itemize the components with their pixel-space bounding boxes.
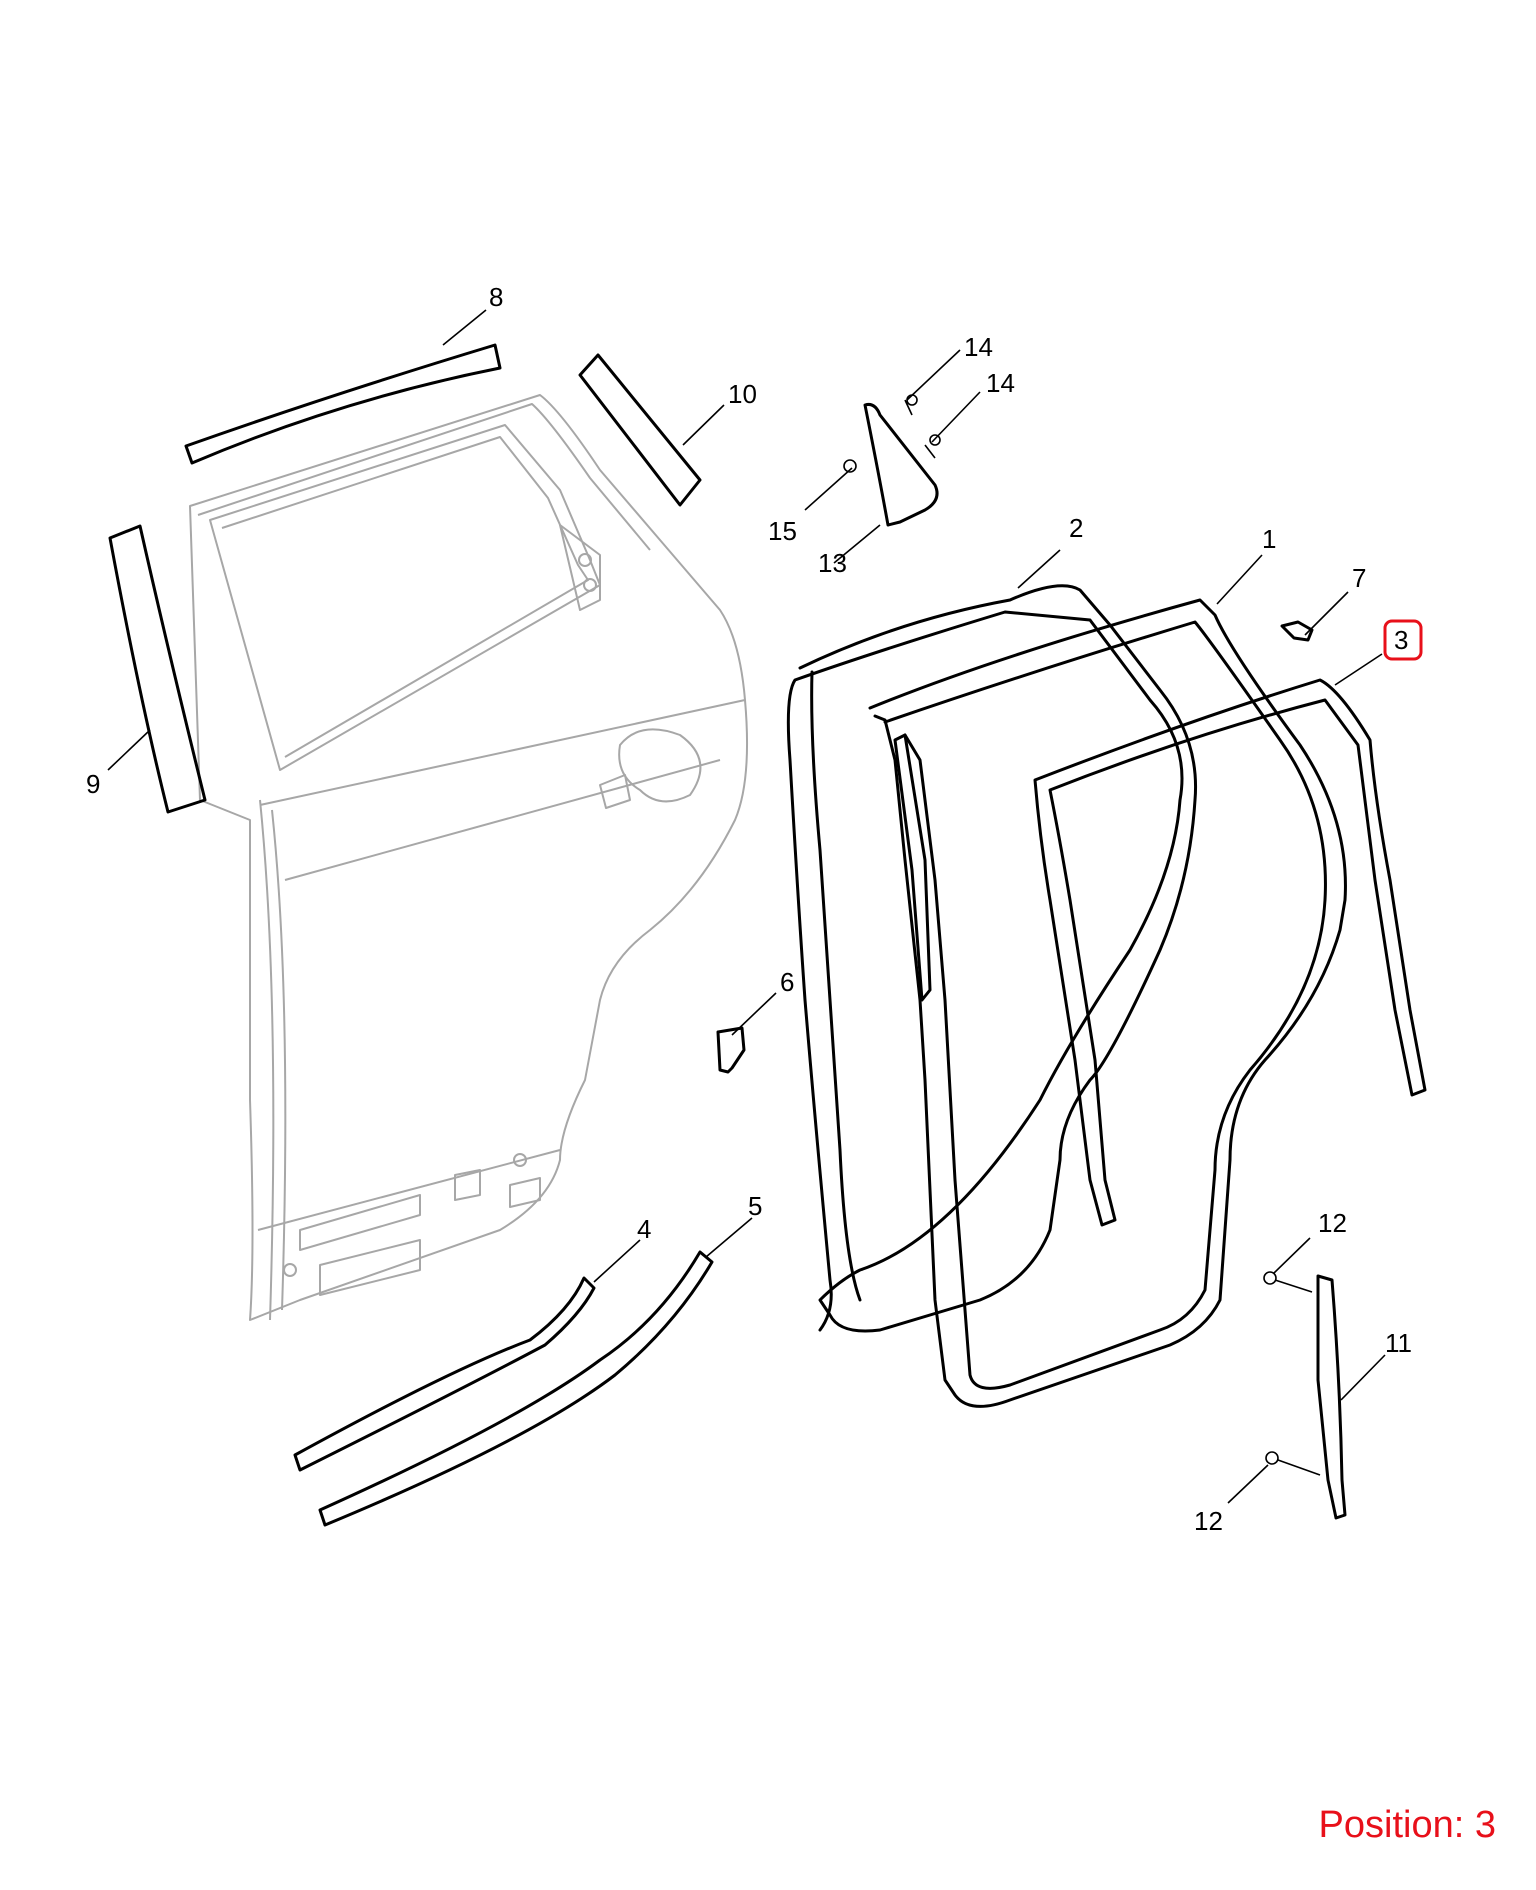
callout-9[interactable]: 9 bbox=[86, 769, 100, 799]
part-13-triangle-trim[interactable] bbox=[863, 403, 939, 527]
callout-3-highlight[interactable]: 3 bbox=[1383, 619, 1423, 661]
callout-4[interactable]: 4 bbox=[637, 1214, 651, 1244]
callout-12-lower[interactable]: 12 bbox=[1194, 1506, 1223, 1536]
part-14-screw-2[interactable] bbox=[924, 434, 941, 459]
rear-door-shell bbox=[189, 394, 749, 1321]
callout-14-lower[interactable]: 14 bbox=[986, 368, 1015, 398]
callout-8[interactable]: 8 bbox=[489, 282, 503, 312]
callout-10[interactable]: 10 bbox=[728, 379, 757, 409]
part-9-pillar-applique[interactable] bbox=[108, 524, 207, 814]
callout-13[interactable]: 13 bbox=[818, 548, 847, 578]
part-2-inner-edge bbox=[810, 670, 862, 1302]
part-2-door-weatherstrip[interactable] bbox=[786, 584, 1198, 1333]
part-5-outer-belt-moulding[interactable] bbox=[318, 1250, 714, 1527]
part-1-glass-run bbox=[893, 733, 932, 1002]
part-14-screw[interactable] bbox=[904, 394, 918, 416]
callout-5[interactable]: 5 bbox=[748, 1191, 762, 1221]
leader-lines bbox=[107, 309, 1386, 1504]
part-7-clip[interactable] bbox=[1280, 620, 1314, 642]
position-label: Position: 3 bbox=[1318, 1804, 1496, 1846]
callout-12-upper[interactable]: 12 bbox=[1318, 1208, 1347, 1238]
callout-1[interactable]: 1 bbox=[1262, 524, 1276, 554]
part-4-inner-belt-strip[interactable] bbox=[293, 1276, 596, 1472]
callout-3[interactable]: 3 bbox=[1394, 625, 1408, 655]
part-1-inner-edge bbox=[883, 620, 1327, 1390]
part-11-guide-channel[interactable] bbox=[1316, 1274, 1347, 1520]
callout-2[interactable]: 2 bbox=[1069, 513, 1083, 543]
callout-11[interactable]: 11 bbox=[1385, 1328, 1412, 1358]
part-6-bracket[interactable] bbox=[716, 1026, 746, 1074]
part-8-frame-moulding[interactable] bbox=[184, 343, 502, 465]
part-15-clip[interactable] bbox=[843, 459, 857, 473]
part-12-bolt[interactable] bbox=[1263, 1271, 1313, 1293]
part-1-window-channel[interactable] bbox=[868, 598, 1347, 1408]
callout-14-upper[interactable]: 14 bbox=[964, 332, 993, 362]
callout-6[interactable]: 6 bbox=[780, 967, 794, 997]
part-12-bolt-2[interactable] bbox=[1265, 1451, 1321, 1476]
part-3-glass-run-seal[interactable] bbox=[1033, 678, 1427, 1227]
callout-7[interactable]: 7 bbox=[1352, 563, 1366, 593]
callout-15[interactable]: 15 bbox=[768, 516, 797, 546]
part-10-pillar-applique[interactable] bbox=[578, 353, 702, 507]
